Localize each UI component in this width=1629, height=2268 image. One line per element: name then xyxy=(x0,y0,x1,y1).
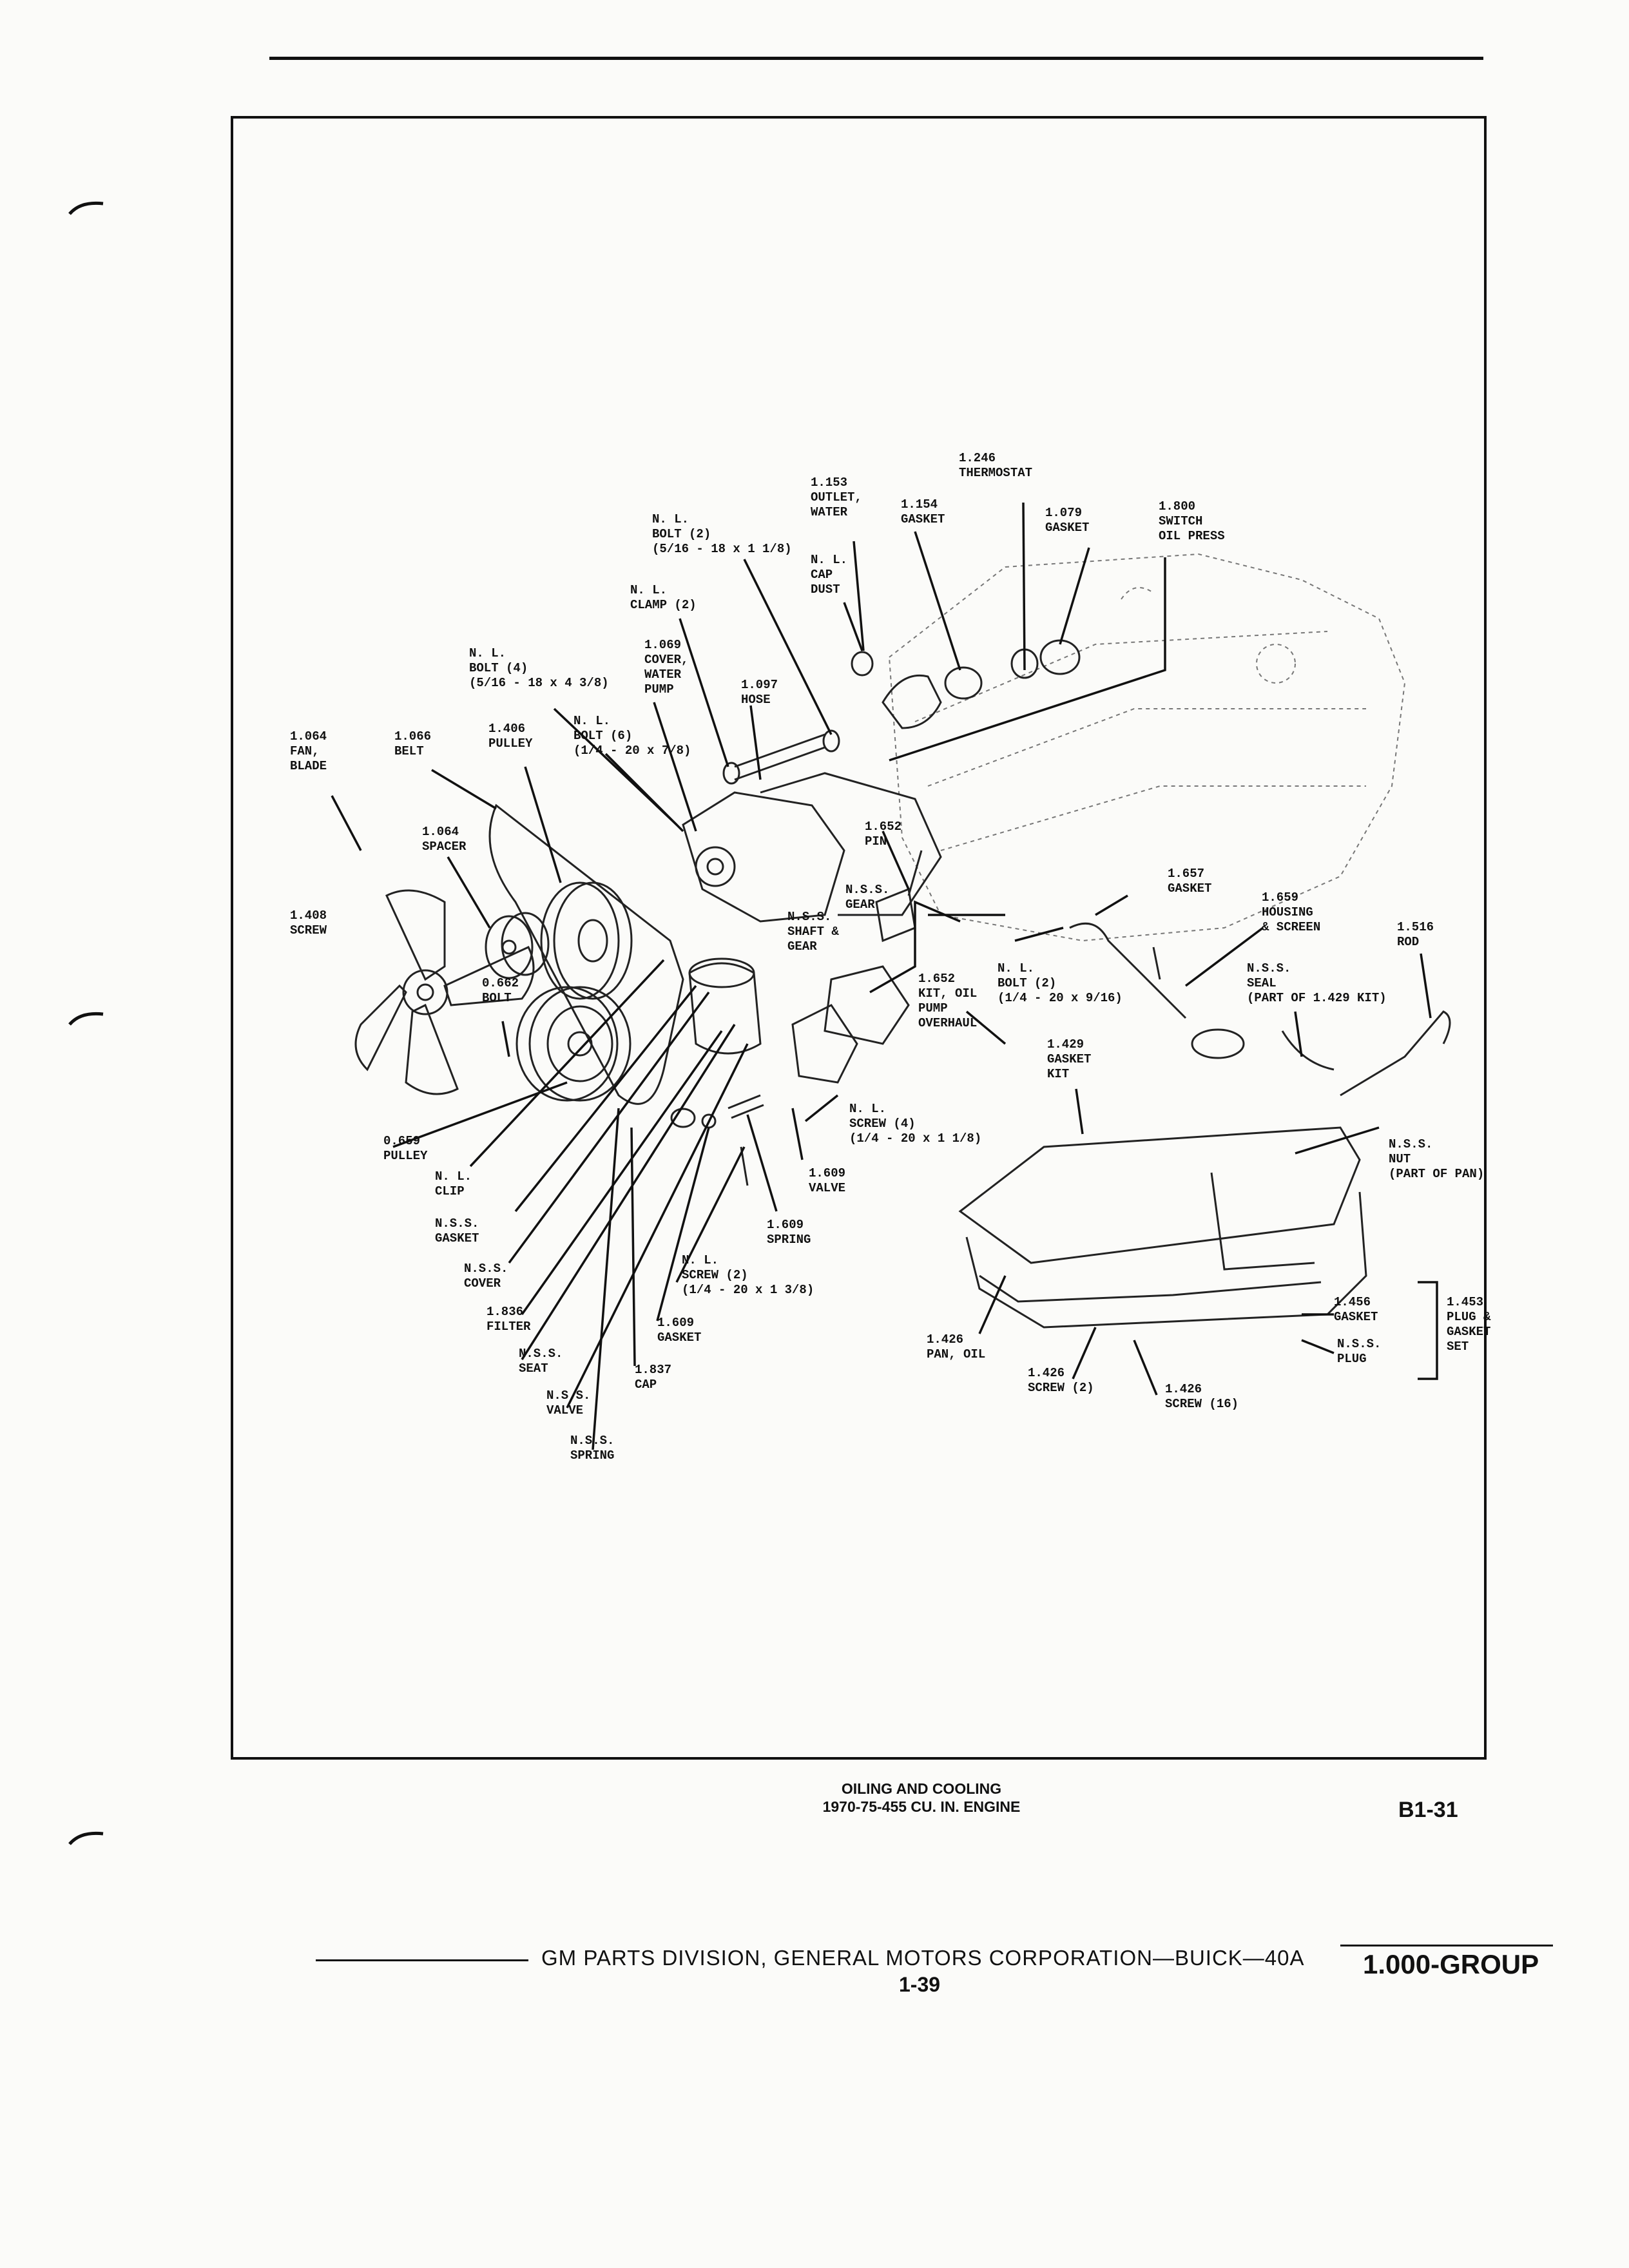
footer-page-number: 1-39 xyxy=(899,1973,941,1996)
footer-group: 1.000-GROUP xyxy=(1363,1949,1539,1979)
label-nss-shaft-gear: N.S.S.SHAFT &GEAR xyxy=(787,910,839,954)
label-spring-nss: N.S.S.SPRING xyxy=(570,1434,615,1463)
binder-marks xyxy=(68,201,104,1845)
label-seal: N.S.S.SEAL(PART OF 1.429 KIT) xyxy=(1247,961,1387,1005)
footer-rule-right xyxy=(1340,1945,1553,1946)
label-clip: N. L.CLIP xyxy=(435,1169,472,1198)
label-screw-4: N. L.SCREW (4)(1/4 - 20 x 1 1/8) xyxy=(849,1102,982,1146)
label-plug-nss: N.S.S.PLUG xyxy=(1337,1337,1382,1366)
upper-pulley xyxy=(540,881,633,1000)
footer-publisher: GM PARTS DIVISION, GENERAL MOTORS CORPOR… xyxy=(541,1946,1305,1970)
dipstick-rod xyxy=(1340,1010,1451,1097)
label-nut: N.S.S.NUT(PART OF PAN) xyxy=(1389,1137,1485,1181)
caption-title: OILING AND COOLING xyxy=(841,1780,1002,1797)
label-cover-nss: N.S.S.COVER xyxy=(464,1262,508,1291)
figure-code: B1-31 xyxy=(1398,1798,1458,1822)
crank-pulley xyxy=(516,986,631,1102)
oil-pickup xyxy=(1069,922,1245,1059)
fan-belt xyxy=(488,803,684,1105)
label-bolt-2-pickup: N. L.BOLT (2)(1/4 - 20 x 9/16) xyxy=(998,961,1123,1005)
label-nss-gear: N.S.S.GEAR xyxy=(845,883,890,912)
oil-pan xyxy=(958,1030,1367,1329)
label-gasket-nss: N.S.S.GASKET xyxy=(435,1216,479,1245)
engine-block xyxy=(888,553,1406,942)
label-seat: N.S.S.SEAT xyxy=(519,1347,563,1376)
label-clamp: N. L.CLAMP (2) xyxy=(630,583,697,612)
label-bolt-2-water: N. L.BOLT (2)(5/16 - 18 x 1 1/8) xyxy=(652,512,792,556)
water-pump xyxy=(682,772,942,923)
caption-subtitle: 1970-75-455 CU. IN. ENGINE xyxy=(822,1798,1021,1815)
header-rule xyxy=(269,57,1483,60)
diagram-frame xyxy=(231,116,1487,1760)
label-bolt-4: N. L.BOLT (4)(5/16 - 18 x 4 3/8) xyxy=(469,646,609,690)
label-bolt-6: N. L.BOLT (6)(1/4 - 20 x 7/8) xyxy=(574,714,691,758)
footer-rule-left xyxy=(316,1959,528,1961)
hose-outlet-group xyxy=(722,639,1081,785)
label-valve-nss: N.S.S.VALVE xyxy=(546,1389,591,1418)
fan-blade xyxy=(354,889,535,1095)
label-screw-2-pump: N. L.SCREW (2)(1/4 - 20 x 1 3/8) xyxy=(682,1253,815,1297)
fan-spacer xyxy=(485,912,550,979)
leader-lines xyxy=(331,502,1438,1450)
figure-caption: OILING AND COOLING 1970-75-455 CU. IN. E… xyxy=(773,1780,1070,1816)
